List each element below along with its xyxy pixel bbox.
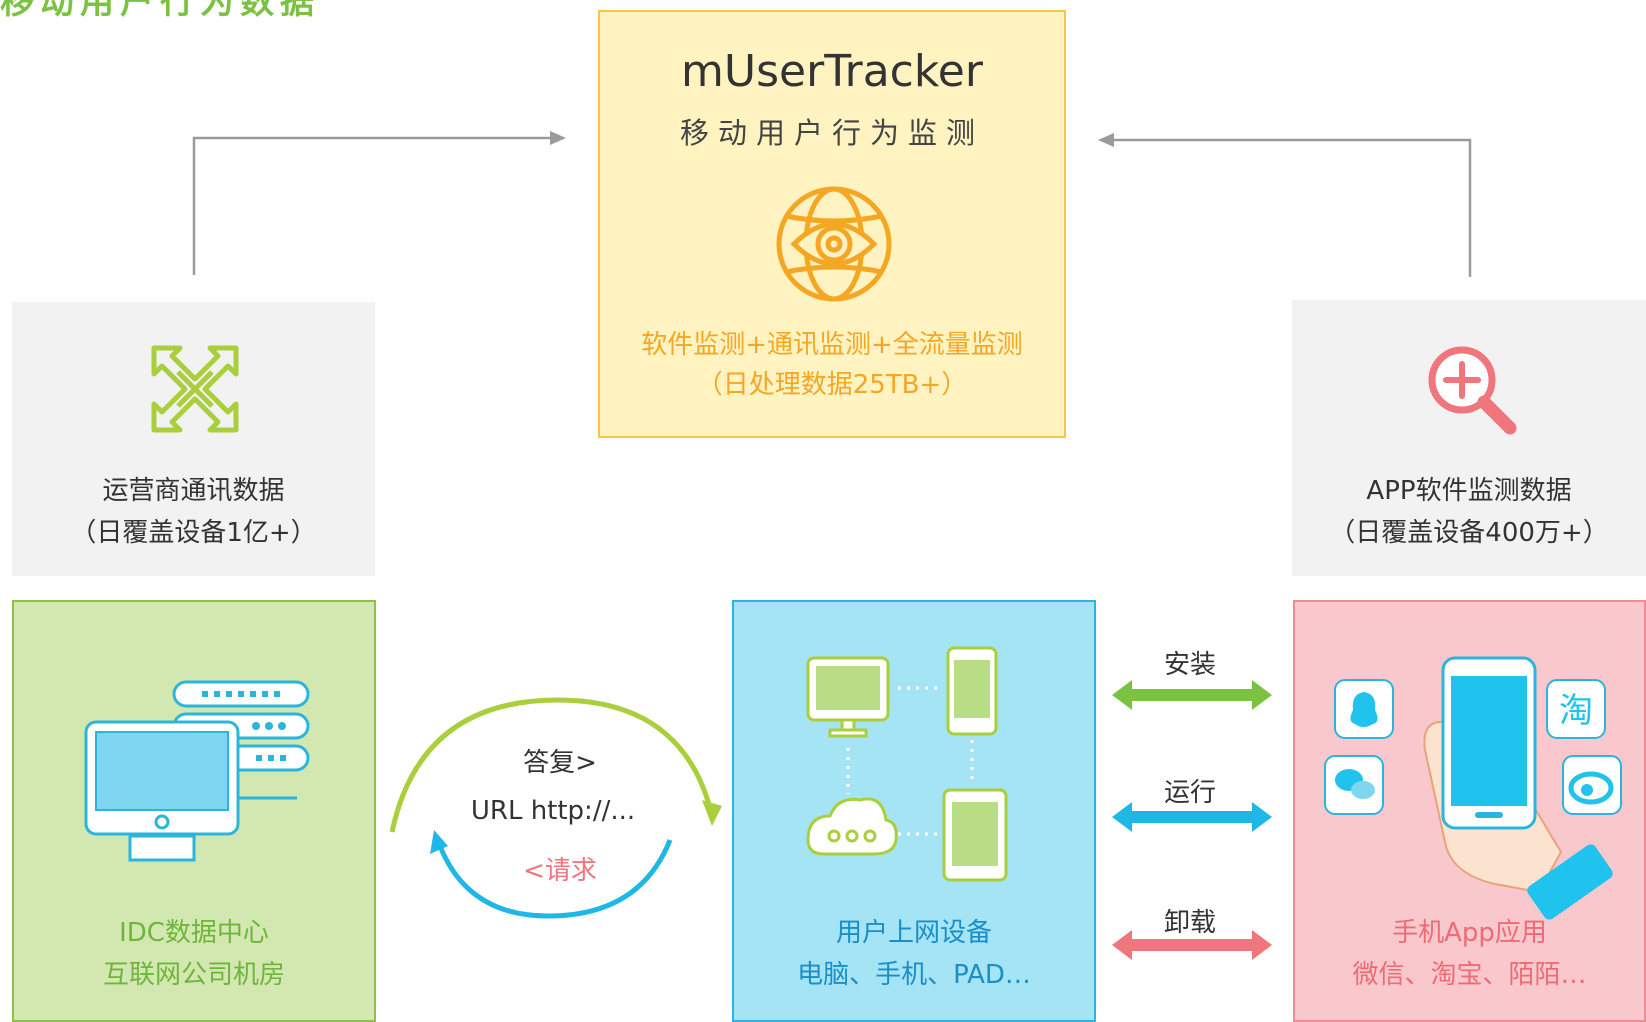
uninstall-label: 卸载 xyxy=(1164,908,1217,938)
node-apps-title: 手机App应用 xyxy=(1392,918,1547,948)
run-label: 运行 xyxy=(1164,778,1217,808)
reply-label: 答复> xyxy=(523,748,597,778)
server-monitor-icon xyxy=(84,680,310,862)
source-carrier-coverage: （日覆盖设备1亿+） xyxy=(70,518,317,548)
install-label: 安装 xyxy=(1164,650,1217,680)
node-mobile-apps: 淘 手机App应用 微信、淘宝、陌陌… xyxy=(1293,600,1646,1022)
install-double-arrow xyxy=(1112,680,1272,710)
url-label: URL http://... xyxy=(470,796,636,826)
zoom-in-icon xyxy=(1428,346,1517,435)
core-description: 软件监测+通讯监测+全流量监测 xyxy=(641,330,1023,360)
core-title: mUserTracker xyxy=(681,46,983,97)
devices-icon xyxy=(806,646,1008,882)
node-devices-title: 用户上网设备 xyxy=(835,918,992,948)
request-label: <请求 xyxy=(523,856,597,886)
phone-apps-icon: 淘 xyxy=(1324,656,1622,920)
core-subtitle: 移动用户行为监测 xyxy=(679,116,984,150)
page-title: 移动用户行为数据 xyxy=(0,0,320,22)
svg-text:淘: 淘 xyxy=(1559,691,1593,731)
node-apps-subtitle: 微信、淘宝、陌陌… xyxy=(1352,960,1587,990)
source-carrier-data: 运营商通讯数据 （日覆盖设备1亿+） xyxy=(12,302,375,576)
node-devices-subtitle: 电脑、手机、PAD… xyxy=(797,960,1031,990)
source-app-title: APP软件监测数据 xyxy=(1366,476,1572,506)
source-carrier-title: 运营商通讯数据 xyxy=(102,476,285,506)
run-double-arrow xyxy=(1112,802,1272,832)
core-throughput: （日处理数据25TB+） xyxy=(696,370,968,400)
uninstall-double-arrow xyxy=(1112,930,1272,960)
expand-arrows-icon xyxy=(151,345,239,433)
core-mUserTracker-box: mUserTracker 移动用户行为监测 软件监测+通讯监测+全流量监测 （日… xyxy=(598,10,1066,438)
node-idc-datacenter: IDC数据中心 互联网公司机房 xyxy=(12,600,376,1022)
globe-eye-icon xyxy=(776,186,892,302)
node-idc-title: IDC数据中心 xyxy=(119,918,269,948)
node-idc-subtitle: 互联网公司机房 xyxy=(102,960,285,990)
node-user-devices: 用户上网设备 电脑、手机、PAD… xyxy=(732,600,1096,1022)
source-app-data: APP软件监测数据 （日覆盖设备400万+） xyxy=(1292,300,1646,576)
source-app-coverage: （日覆盖设备400万+） xyxy=(1329,518,1609,548)
